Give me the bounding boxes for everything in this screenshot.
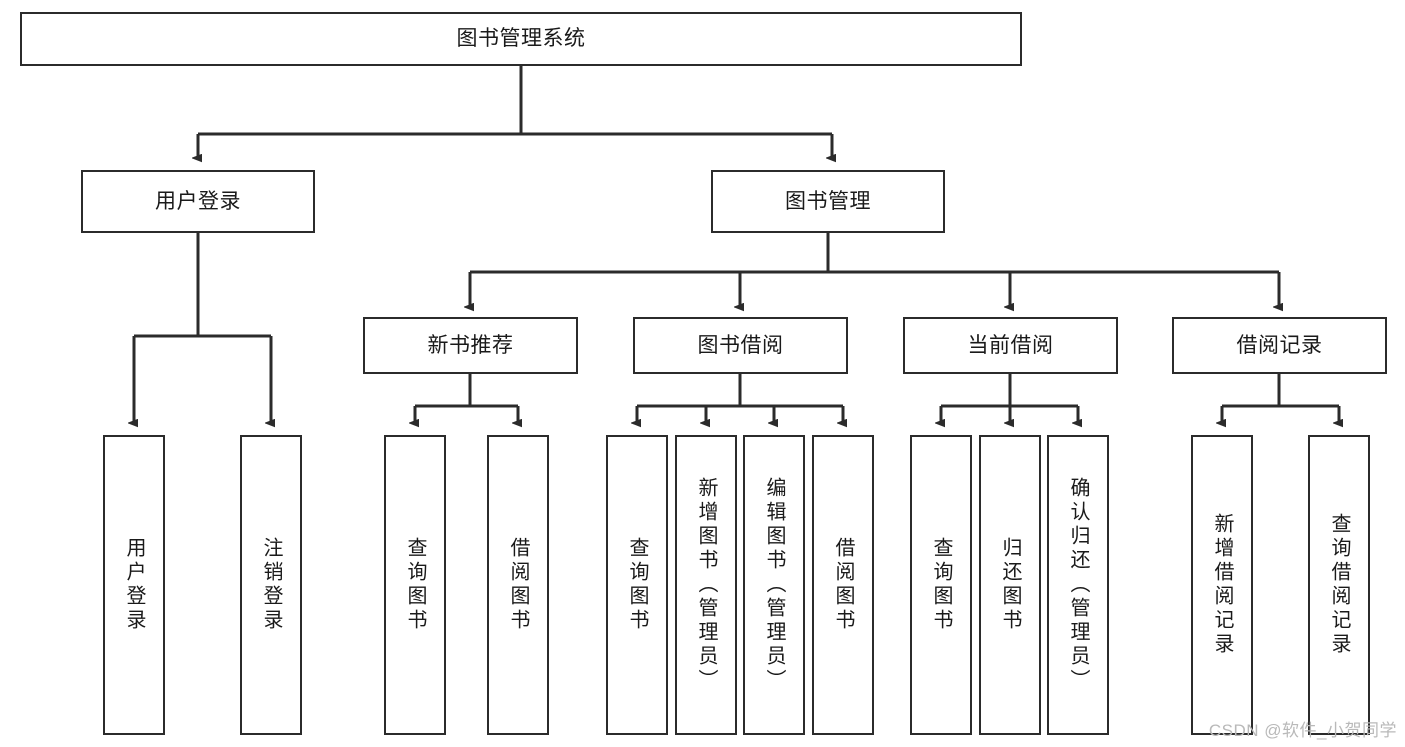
leaf-borrow-book[interactable]: 借阅图书	[812, 435, 874, 735]
leaf-edit-book-admin[interactable]: 编辑图书（管理员）	[743, 435, 805, 735]
node-label: 图书管理	[785, 189, 871, 213]
node-label: 图书借阅	[697, 333, 784, 357]
node-book-borrow[interactable]: 图书借阅	[633, 317, 848, 374]
leaf-query-book-current[interactable]: 查询图书	[910, 435, 972, 735]
node-label: 编辑图书（管理员）	[763, 477, 785, 693]
leaf-borrow-book-recommend[interactable]: 借阅图书	[487, 435, 549, 735]
node-label: 新书推荐	[427, 333, 514, 357]
node-label: 确认归还（管理员）	[1067, 477, 1089, 693]
node-label: 注销登录	[260, 537, 282, 633]
node-label: 借阅图书	[507, 537, 529, 633]
node-label: 查询图书	[930, 537, 952, 633]
leaf-user-login[interactable]: 用户登录	[103, 435, 165, 735]
node-label: 新增借阅记录	[1211, 513, 1233, 657]
node-label: 借阅图书	[832, 537, 854, 633]
leaf-confirm-return-admin[interactable]: 确认归还（管理员）	[1047, 435, 1109, 735]
node-label: 用户登录	[155, 189, 241, 213]
node-root-system[interactable]: 图书管理系统	[20, 12, 1022, 66]
csdn-watermark: CSDN @软件_小贺同学	[1208, 721, 1397, 740]
node-borrow-record[interactable]: 借阅记录	[1172, 317, 1387, 374]
node-user-login[interactable]: 用户登录	[81, 170, 315, 233]
leaf-query-book-recommend[interactable]: 查询图书	[384, 435, 446, 735]
leaf-query-book-borrow[interactable]: 查询图书	[606, 435, 668, 735]
leaf-add-book-admin[interactable]: 新增图书（管理员）	[675, 435, 737, 735]
node-label: 查询借阅记录	[1328, 513, 1350, 657]
leaf-return-book[interactable]: 归还图书	[979, 435, 1041, 735]
leaf-add-borrow-record[interactable]: 新增借阅记录	[1191, 435, 1253, 735]
node-label: 用户登录	[123, 537, 145, 633]
node-label: 当前借阅	[967, 333, 1054, 357]
node-label: 图书管理系统	[456, 27, 586, 51]
leaf-query-borrow-record[interactable]: 查询借阅记录	[1308, 435, 1370, 735]
node-label: 查询图书	[626, 537, 648, 633]
node-book-management[interactable]: 图书管理	[711, 170, 945, 233]
node-label: 归还图书	[999, 537, 1021, 633]
node-label: 新增图书（管理员）	[695, 477, 717, 693]
node-new-book-recommend[interactable]: 新书推荐	[363, 317, 578, 374]
node-label: 查询图书	[404, 537, 426, 633]
node-label: 借阅记录	[1236, 333, 1323, 357]
node-current-borrow[interactable]: 当前借阅	[903, 317, 1118, 374]
leaf-logout[interactable]: 注销登录	[240, 435, 302, 735]
